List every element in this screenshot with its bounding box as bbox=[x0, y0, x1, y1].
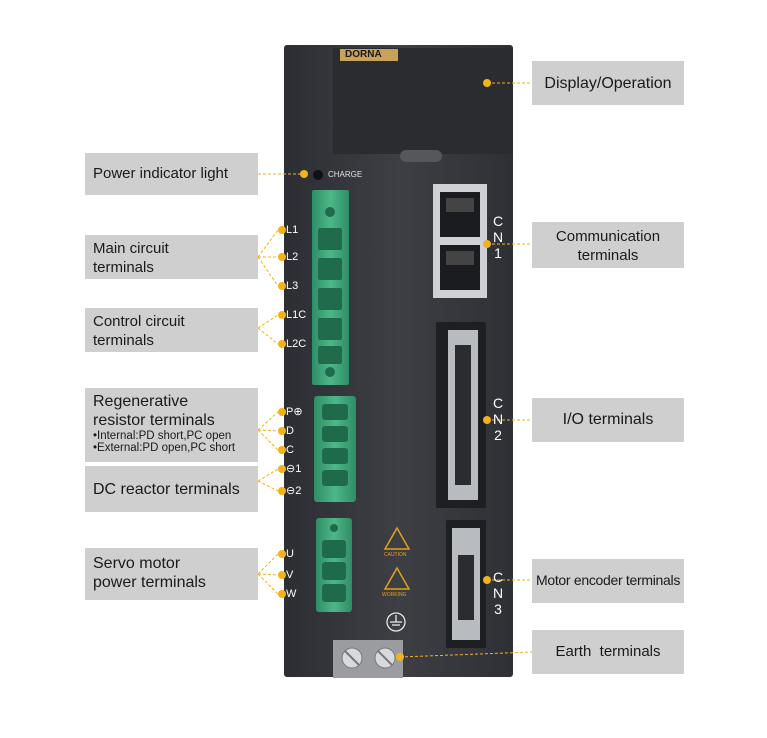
charge-led bbox=[313, 170, 323, 180]
pin-p: P⊕ bbox=[286, 406, 303, 418]
callout-regen: Regenerative resistor terminals •Interna… bbox=[85, 388, 258, 462]
callout-control-circuit-line1: Control circuit bbox=[93, 313, 185, 330]
callout-dc-reactor-text: DC reactor terminals bbox=[93, 481, 240, 498]
pin-l2: L2 bbox=[286, 251, 299, 263]
cn1-label-n: N bbox=[492, 229, 504, 245]
callout-io-text: I/O terminals bbox=[562, 411, 654, 428]
callout-regen-line2: resistor terminals bbox=[93, 412, 215, 429]
pin-l1: L1 bbox=[286, 224, 299, 236]
callout-servo-motor-line2: power terminals bbox=[93, 574, 206, 591]
ground-icon bbox=[386, 612, 406, 632]
cn1-label-num: 1 bbox=[494, 245, 502, 261]
pin-n2: ⊖2 bbox=[286, 485, 302, 497]
callout-power-light: Power indicator light bbox=[85, 153, 258, 195]
pin-l2c: L2C bbox=[286, 338, 307, 350]
callout-servo-motor-line1: Servo motor bbox=[93, 555, 181, 572]
callout-earth: Earth terminals bbox=[532, 630, 684, 674]
callout-communication: Communication terminals bbox=[532, 222, 684, 268]
pin-n1: ⊖1 bbox=[286, 463, 302, 475]
callout-control-circuit-line2: terminals bbox=[93, 332, 154, 349]
callout-earth-text: Earth terminals bbox=[555, 643, 661, 660]
pin-l1c: L1C bbox=[286, 309, 307, 321]
pin-l3: L3 bbox=[286, 280, 299, 292]
charge-label: CHARGE bbox=[328, 170, 363, 179]
callout-servo-motor: Servo motor power terminals bbox=[85, 548, 258, 600]
working-icon bbox=[383, 566, 411, 590]
callout-display: Display/Operation bbox=[532, 61, 684, 105]
callout-control-circuit: Control circuit terminals bbox=[85, 308, 258, 352]
cn2-label-n: N bbox=[492, 411, 504, 427]
callout-regen-note1: •Internal:PD short,PC open bbox=[93, 430, 232, 442]
caution-icon bbox=[383, 526, 411, 550]
callout-encoder-text: Motor encoder terminals bbox=[535, 572, 681, 588]
callout-main-circuit: Main circuit terminals bbox=[85, 235, 258, 279]
pin-c: C bbox=[286, 444, 294, 456]
pin-d: D bbox=[286, 425, 294, 437]
working-label: WORKING bbox=[382, 592, 407, 598]
cn1-label-c: C bbox=[492, 213, 504, 229]
cn3-label-c: C bbox=[492, 569, 504, 585]
cn2-label-num: 2 bbox=[494, 427, 502, 443]
callout-io: I/O terminals bbox=[532, 398, 684, 442]
cn2-label-c: C bbox=[492, 395, 504, 411]
callout-display-text: Display/Operation bbox=[544, 75, 672, 92]
pin-w: W bbox=[286, 588, 297, 600]
callout-regen-line1: Regenerative bbox=[93, 393, 189, 410]
callout-communication-line2: terminals bbox=[577, 247, 639, 264]
cn3-label-num: 3 bbox=[494, 601, 502, 617]
caution-label: CAUTION bbox=[384, 552, 407, 558]
cn3-label-n: N bbox=[492, 585, 504, 601]
callout-main-circuit-line1: Main circuit bbox=[93, 240, 169, 257]
callout-communication-line1: Communication bbox=[555, 228, 661, 245]
callout-regen-note2: •External:PD open,PC short bbox=[93, 442, 236, 454]
pin-u: U bbox=[286, 548, 294, 560]
pin-v: V bbox=[286, 569, 294, 581]
display-window bbox=[333, 48, 513, 154]
brand-logo: DORNA bbox=[345, 49, 382, 60]
callout-power-light-text: Power indicator light bbox=[93, 165, 229, 182]
callout-dc-reactor: DC reactor terminals bbox=[85, 466, 258, 512]
callout-main-circuit-line2: terminals bbox=[93, 259, 154, 276]
callout-encoder: Motor encoder terminals bbox=[532, 559, 684, 603]
